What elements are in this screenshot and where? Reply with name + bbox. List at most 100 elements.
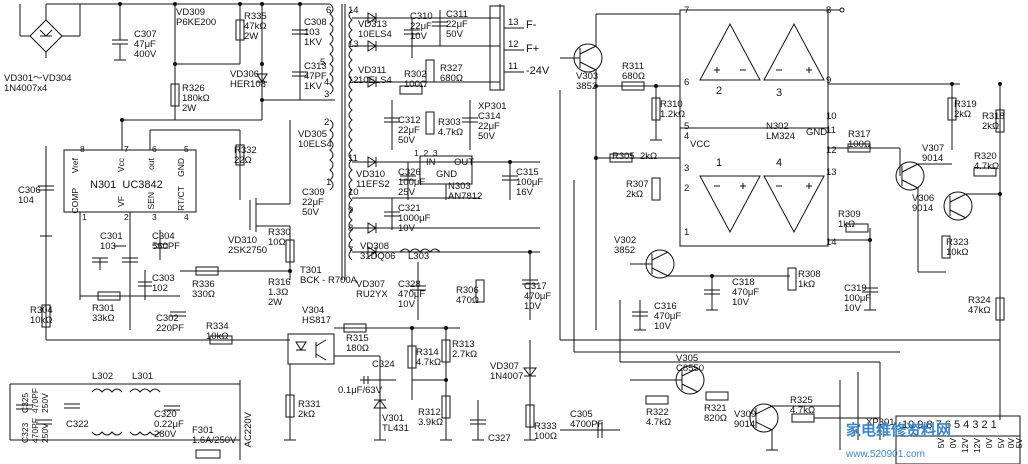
label-r331: R331 2kΩ: [298, 399, 321, 420]
label-r330: R330 10Ω: [268, 227, 291, 248]
label-trafo-pin-8: 8: [348, 223, 354, 234]
label-v309: V309 9014: [734, 409, 757, 430]
label-regulator-gnd: GND: [436, 169, 458, 180]
label-vd313: VD313 10ELS4: [358, 19, 392, 40]
label-lm-pin-14: 14: [826, 237, 837, 248]
label-r313: R313 2.7kΩ: [452, 339, 478, 360]
label-regulator-out: OUT: [454, 157, 475, 168]
label-trafo-pin-7: 7: [348, 245, 354, 256]
label-r317: R317 100Ω: [848, 129, 871, 150]
label-c306: C306 104: [18, 185, 41, 206]
label-connector-volt-8: 5V: [1014, 438, 1024, 449]
label-c327: C327: [488, 433, 511, 444]
label-c315: C315 100μF 16V: [516, 167, 544, 198]
label-c323: C323 470PF 250V: [20, 418, 50, 444]
label-c309: C309 22μF 50V: [302, 187, 325, 218]
label-r305: R305 2kΩ: [612, 151, 658, 162]
label-vd308: VD308 31DQ06: [360, 241, 396, 262]
label-c311: C311 22μF 50V: [446, 9, 469, 40]
label-r324: R324 47kΩ: [968, 295, 991, 316]
label-trafo-pin-5: 5: [320, 57, 326, 68]
label-l303: L303: [408, 251, 430, 262]
label-connector-pin-12: 12: [508, 39, 519, 50]
label-c310: C310 22μF 10V: [410, 11, 433, 42]
label-r321: R321 820Ω: [704, 403, 727, 424]
label-c326: C326 100μF 25V: [398, 167, 426, 198]
label-uc-gnd: GND: [176, 158, 186, 177]
label-r320: R320 4.7kΩ: [974, 151, 1000, 172]
label-f-plus: F+: [526, 43, 540, 55]
label-r325: R325 4.7kΩ: [790, 395, 816, 416]
label-connector-volt-4: 12V: [972, 438, 982, 454]
label-uc-rtct: RT/CT: [176, 186, 186, 211]
label-vd309: VD309 P6KE200: [176, 7, 217, 28]
label-r318: R318 2kΩ: [982, 111, 1005, 132]
label-v301: V301 TL431: [382, 413, 409, 434]
label-r308: R308 1kΩ: [798, 269, 821, 290]
label-n301: N301 UC3842: [90, 179, 163, 191]
label-lm-pin-8: 8: [826, 5, 832, 16]
label-opamp-4: 4: [776, 157, 783, 169]
label-vd307-rectifier: VD307 RU2YX: [356, 279, 388, 300]
label-trafo-pin-11: 11: [348, 153, 358, 164]
label-f301: F301 1.6A/250V: [192, 425, 237, 446]
label-trafo-pin-4: 4: [324, 77, 330, 88]
label-trafo-pin-13: 13: [348, 39, 359, 50]
label-opamp-2: 2: [716, 85, 723, 97]
label-c321: C321 1000μF 10V: [398, 203, 431, 234]
label-l302: L302: [92, 371, 114, 382]
label-uc-vcc: Vcc: [116, 158, 126, 173]
label-vd307-1n4007: VD307 1N4007: [490, 361, 524, 382]
label-trafo-pin-2: 2: [324, 117, 330, 128]
label-c325: C325 470PF 250V: [20, 388, 50, 414]
label-uc-vf: VF: [116, 196, 126, 207]
label-lm-pin-1: 1: [684, 227, 690, 238]
label-c319: C319 100μF 10V: [844, 283, 872, 314]
label-opamp-3: 3: [776, 87, 783, 99]
label-uc-vref: Vref: [70, 158, 80, 174]
label-r326: R326 180kΩ 2W: [182, 83, 210, 114]
label-r335: R335 47kΩ 2W: [244, 11, 267, 42]
label-v302: V302 3852: [614, 235, 637, 256]
label-lm-pin-10: 10: [826, 111, 837, 122]
label-r303: R303 4.7kΩ: [438, 117, 464, 138]
label-xp301-top: XP301: [478, 101, 507, 112]
label-uc-pin-3: 3: [152, 212, 157, 222]
label-uc-pin-7: 7: [124, 144, 129, 154]
label-lm-pin-3: 3: [684, 163, 690, 174]
label-regulator-pins: 1 2 3: [414, 148, 438, 158]
label-r316: R316 1.3Ω 2W: [268, 277, 291, 308]
label-c328: C328 470μF 10V: [398, 279, 426, 310]
label-r319: R319 2kΩ: [954, 99, 977, 120]
label-vd305: VD305 10ELS4: [298, 129, 332, 150]
label-vd301-vd304: VD301～VD304 1N4007x4: [4, 73, 72, 94]
label-r315: R315 180Ω: [346, 333, 369, 354]
label-c317: C317 470μF 10V: [524, 281, 552, 312]
label-c301: C301 103: [100, 231, 123, 252]
label-lm-pin-5: 5: [684, 121, 690, 132]
label-trafo-pin-14: 14: [348, 5, 359, 16]
label-connector-volt-3: 12V: [960, 438, 970, 454]
label-r333: R333 100Ω: [534, 421, 557, 442]
label-uc-pin-1: 1: [82, 212, 87, 222]
label-r322: R322 4.7kΩ: [646, 407, 672, 428]
label-c318: C318 470μF 10V: [732, 277, 760, 308]
label-r310: R310 1.2kΩ: [660, 99, 686, 120]
label-lm-pin-6: 6: [684, 77, 690, 88]
label-vd310-mosfet: VD310 2SK2750: [228, 235, 268, 256]
label-trafo-pin-9: 9: [348, 205, 354, 216]
label-v305: V305 C8550: [676, 353, 704, 374]
label-r311: R311 680Ω: [622, 61, 645, 82]
watermark-url: www.520901.com: [846, 449, 925, 460]
label-r302: R302 100Ω: [404, 69, 427, 90]
label-t301: T301 BCK - R700A: [300, 265, 358, 286]
label-trafo-pin-12: 12: [348, 75, 359, 86]
label-lm-pin-9: 9: [826, 75, 832, 86]
label-r304: R304 10kΩ: [30, 305, 53, 326]
label-n303: N303 AN7812: [448, 181, 483, 202]
label-lm-pin-4: 4: [684, 131, 690, 142]
label-r332: R332 22Ω: [234, 145, 257, 166]
label-r301: R301 33kΩ: [92, 303, 115, 324]
label-xp301-bottom: XP301: [866, 417, 895, 428]
